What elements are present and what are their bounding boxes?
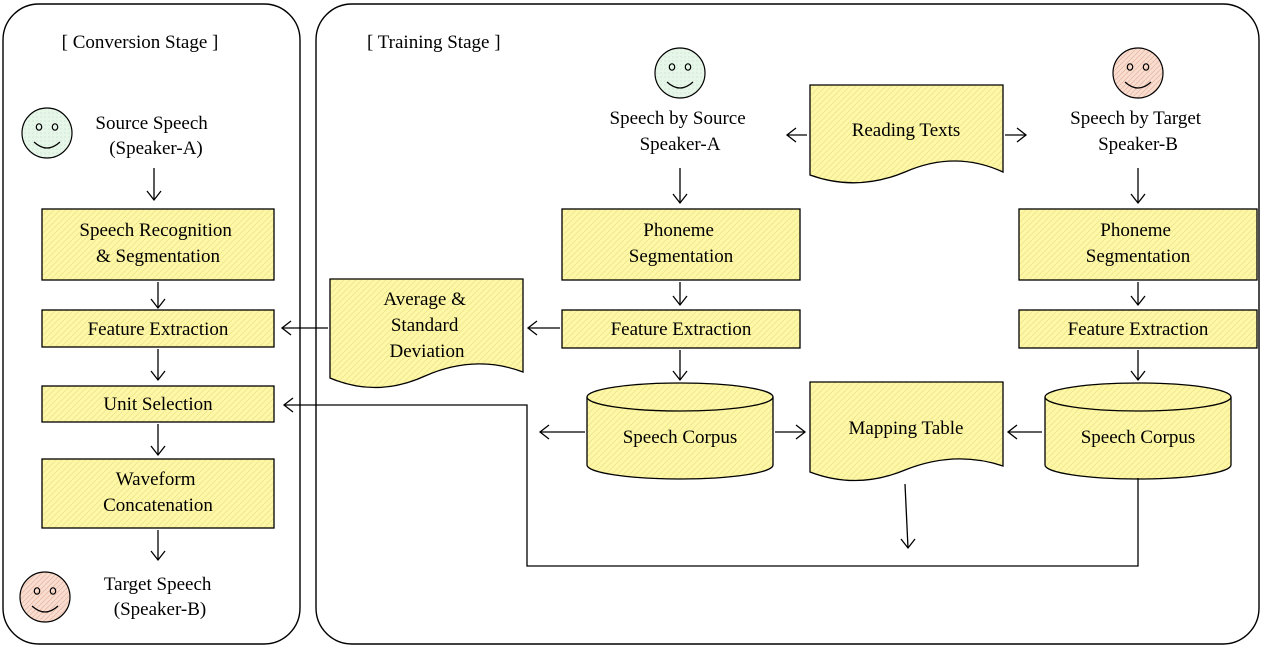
feature-extraction-box [41, 309, 275, 348]
speech-recognition-box [41, 208, 275, 281]
target-speech-line1: Target Speech [104, 574, 212, 595]
phoneme-b-line1: Phoneme [1100, 220, 1171, 241]
speech-by-target-label: Speech by Target Speaker-B [1070, 108, 1206, 155]
arrowhead-reading-to-source [785, 127, 797, 143]
feature-extraction-label: Feature Extraction [88, 319, 229, 340]
speech-by-target-line1: Speech by Target [1070, 108, 1202, 129]
phoneme-segmentation-a-box [561, 208, 801, 281]
speech-corpus-a-cylinder [586, 382, 774, 480]
arrowhead-unit-to-waveform [150, 445, 166, 457]
conversion-stage-title: [ Conversion Stage ] [62, 32, 219, 53]
phoneme-segmentation-b-box [1018, 208, 1258, 281]
arrowhead-to-unit-selection [282, 397, 294, 413]
average-std-deviation-box [329, 278, 524, 389]
arrowhead-source-to-phoneme-a [672, 193, 688, 205]
avg-std-line1: Average & [383, 289, 466, 310]
mapping-table-box [809, 381, 1004, 482]
source-speaker-training-smiley-icon [654, 47, 706, 99]
phoneme-segmentation-a-label: Phoneme Segmentation [629, 220, 734, 267]
feature-extraction-b-box [1018, 309, 1258, 349]
arrowhead-mapping-down [900, 538, 916, 550]
speech-corpus-b-label: Speech Corpus [1081, 427, 1196, 448]
speech-recognition-line2: & Segmentation [96, 246, 221, 267]
speech-recognition-label: Speech Recognition & Segmentation [79, 220, 236, 267]
unit-selection-box [41, 385, 275, 423]
feature-extraction-a-label: Feature Extraction [611, 319, 752, 340]
phoneme-b-line2: Segmentation [1086, 246, 1191, 267]
target-speech-label: Target Speech (Speaker-B) [104, 574, 216, 620]
avg-std-line3: Deviation [390, 341, 465, 362]
speech-by-target-line2: Speaker-B [1098, 134, 1178, 155]
source-speaker-smiley-icon [21, 107, 73, 159]
phoneme-a-line2: Segmentation [629, 246, 734, 267]
mapping-table-label: Mapping Table [849, 418, 964, 439]
loop-line-corpus-b-to-unit-selection [284, 404, 1139, 567]
feature-extraction-a-box [561, 309, 801, 349]
training-stage-title: [ Training Stage ] [367, 32, 501, 53]
source-speech-line1: Source Speech [95, 113, 208, 134]
speech-corpus-b-cylinder [1044, 382, 1232, 480]
waveform-concatenation-box [41, 458, 275, 529]
speech-recognition-line1: Speech Recognition [79, 220, 232, 241]
reading-texts-box [809, 84, 1004, 184]
phoneme-segmentation-b-label: Phoneme Segmentation [1086, 220, 1191, 267]
target-speaker-training-smiley-icon [1112, 47, 1164, 99]
speech-by-source-line2: Speaker-A [640, 134, 721, 155]
avg-std-line2: Standard [391, 315, 459, 336]
waveform-line1: Waveform [116, 469, 196, 490]
arrowhead-phoneme-a-to-feature-a [672, 295, 688, 307]
waveform-line2: Concatenation [103, 495, 213, 516]
speech-by-source-line1: Speech by Source [610, 108, 746, 129]
reading-texts-label: Reading Texts [852, 120, 961, 141]
feature-extraction-b-label: Feature Extraction [1068, 319, 1209, 340]
arrowhead-corpus-a-to-mapping [795, 424, 807, 440]
arrowhead-target-to-phoneme-b [1130, 193, 1146, 205]
phoneme-a-line1: Phoneme [643, 220, 714, 241]
source-speech-label: Source Speech (Speaker-A) [95, 113, 212, 159]
target-speaker-smiley-icon [19, 571, 71, 623]
average-std-deviation-label: Average & Standard Deviation [383, 289, 470, 362]
arrowhead-recognition-to-feature [150, 298, 166, 310]
arrowhead-phoneme-b-to-feature-b [1130, 295, 1146, 307]
arrowhead-avg-to-conversion-feature [280, 320, 292, 336]
arrowhead-feature-to-unit [150, 370, 166, 382]
arrowhead-reading-to-target [1016, 127, 1028, 143]
speech-by-source-label: Speech by Source Speaker-A [610, 108, 751, 155]
arrowhead-feature-b-to-corpus-b [1130, 370, 1146, 382]
arrowhead-corpus-b-to-mapping [1006, 424, 1018, 440]
arrowhead-feature-a-to-avg [526, 320, 538, 336]
arrowhead-to-left-of-corpus-a [538, 424, 550, 440]
waveform-concatenation-label: Waveform Concatenation [103, 469, 213, 516]
unit-selection-label: Unit Selection [103, 394, 213, 415]
arrowhead-feature-a-to-corpus-a [672, 370, 688, 382]
arrowhead-waveform-to-target [150, 550, 166, 562]
speech-corpus-a-label: Speech Corpus [623, 427, 738, 448]
arrow-mapping-down [904, 483, 909, 549]
arrowhead-source-to-recognition [146, 190, 162, 202]
target-speech-line2: (Speaker-B) [114, 599, 206, 620]
source-speech-line2: (Speaker-A) [109, 138, 203, 159]
